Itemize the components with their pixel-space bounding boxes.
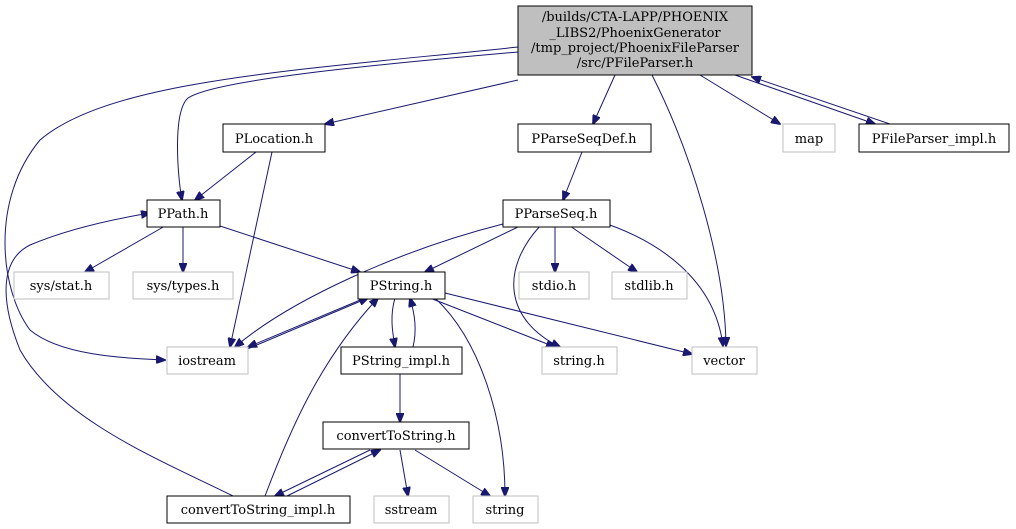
edge-pstring-to-pstring-impl (392, 297, 395, 347)
node-plocation-label: PLocation.h (235, 132, 314, 147)
edge-pparseseqdef-to-pparseseq (563, 151, 583, 200)
edge-pfileparser-impl-to-main (752, 77, 891, 125)
edge-ppath-to-sys-stat (85, 225, 166, 272)
node-sys-stat-label: sys/stat.h (30, 279, 93, 294)
edge-converttostring-impl-to-pstring (264, 298, 378, 497)
node-sys-types[interactable]: sys/types.h (132, 271, 234, 300)
edge-iostream-to-pstring (244, 298, 368, 351)
edge-main-to-pfileparser-impl (734, 74, 875, 124)
node-pstring[interactable]: PString.h (357, 271, 446, 300)
edge-pparseseq-to-pstring (425, 225, 521, 272)
node-pparseseq-label: PParseSeq.h (515, 207, 598, 222)
edge-main-to-map (699, 74, 780, 124)
edge-pstring-to-vector (444, 292, 692, 354)
main-node-line-1: /builds/CTA-LAPP/PHOENIX (542, 10, 729, 25)
node-map-label: map (795, 132, 823, 147)
main-node-line-4: /src/PFileParser.h (577, 56, 694, 71)
edge-main-to-vector (651, 74, 726, 346)
node-sstream[interactable]: sstream (373, 495, 450, 524)
edge-converttostring-impl-to-converttostring (284, 450, 380, 498)
node-string-h[interactable]: string.h (541, 346, 618, 375)
node-map[interactable]: map (782, 123, 836, 153)
node-pstring-label: PString.h (370, 279, 433, 294)
edge-converttostring-to-converttostring-impl (275, 449, 371, 496)
node-pparseseqdef[interactable]: PParseSeqDef.h (517, 123, 652, 153)
node-string-label: string (486, 503, 525, 518)
edge-converttostring-to-sstream (399, 449, 408, 496)
node-plocation[interactable]: PLocation.h (222, 123, 326, 153)
nodes: /builds/CTA-LAPP/PHOENIX _LIBS2/PhoenixG… (13, 5, 1010, 524)
edge-main-to-iostream (4, 46, 519, 360)
node-pfileparser-impl[interactable]: PFileParser_impl.h (858, 123, 1010, 153)
node-pparseseqdef-label: PParseSeqDef.h (531, 132, 637, 147)
node-converttostring-impl[interactable]: convertToString_impl.h (166, 495, 351, 524)
node-iostream[interactable]: iostream (166, 346, 249, 375)
edge-pparseseq-to-string-h (513, 225, 560, 347)
node-vector-label: vector (702, 354, 745, 369)
node-pstring-impl[interactable]: PString_impl.h (340, 346, 463, 375)
edge-pstring-to-string (434, 297, 505, 496)
node-sys-stat[interactable]: sys/stat.h (13, 271, 110, 300)
edge-pstring-to-string-h (429, 297, 555, 347)
main-node-line-3: /tmp_project/PhoenixFileParser (531, 41, 740, 56)
edge-main-to-ppath (178, 51, 519, 200)
node-pfileparser-impl-label: PFileParser_impl.h (872, 132, 997, 147)
node-converttostring[interactable]: convertToString.h (322, 421, 470, 450)
edge-pstring-to-iostream (248, 297, 366, 347)
node-pparseseq[interactable]: PParseSeq.h (502, 199, 611, 228)
node-sstream-label: sstream (385, 503, 438, 518)
node-stdlib-label: stdlib.h (624, 279, 674, 294)
edge-ppath-to-pstring (219, 225, 360, 272)
node-string-h-label: string.h (553, 354, 605, 369)
node-iostream-label: iostream (178, 354, 236, 369)
edge-pparseseq-to-vector (594, 219, 723, 346)
edge-pstring-impl-to-pstring (410, 298, 415, 348)
edge-plocation-to-ppath (195, 151, 257, 200)
node-pstring-impl-label: PString_impl.h (352, 354, 451, 369)
node-vector[interactable]: vector (691, 346, 758, 375)
node-string[interactable]: string (472, 495, 539, 524)
node-stdio[interactable]: stdio.h (518, 271, 590, 300)
edge-converttostring-impl-to-ppath (5, 213, 236, 498)
edge-pparseseq-to-stdlib (569, 225, 637, 272)
node-stdio-label: stdio.h (532, 279, 577, 294)
node-pfileparser-main[interactable]: /builds/CTA-LAPP/PHOENIX _LIBS2/PhoenixG… (517, 5, 753, 76)
edge-main-to-pparseseqdef (593, 74, 616, 124)
node-ppath[interactable]: PPath.h (146, 199, 221, 228)
main-node-line-2: _LIBS2/PhoenixGenerator (549, 26, 721, 41)
edge-pparseseq-to-iostream (235, 223, 504, 347)
node-ppath-label: PPath.h (158, 207, 209, 222)
edge-plocation-to-iostream (230, 151, 273, 347)
node-sys-types-label: sys/types.h (147, 279, 220, 294)
node-converttostring-label: convertToString.h (336, 429, 456, 444)
edge-converttostring-to-string (414, 449, 490, 496)
node-stdlib[interactable]: stdlib.h (611, 271, 688, 300)
node-converttostring-impl-label: convertToString_impl.h (181, 503, 336, 518)
edges (4, 46, 891, 498)
edge-main-to-plocation (325, 79, 519, 124)
